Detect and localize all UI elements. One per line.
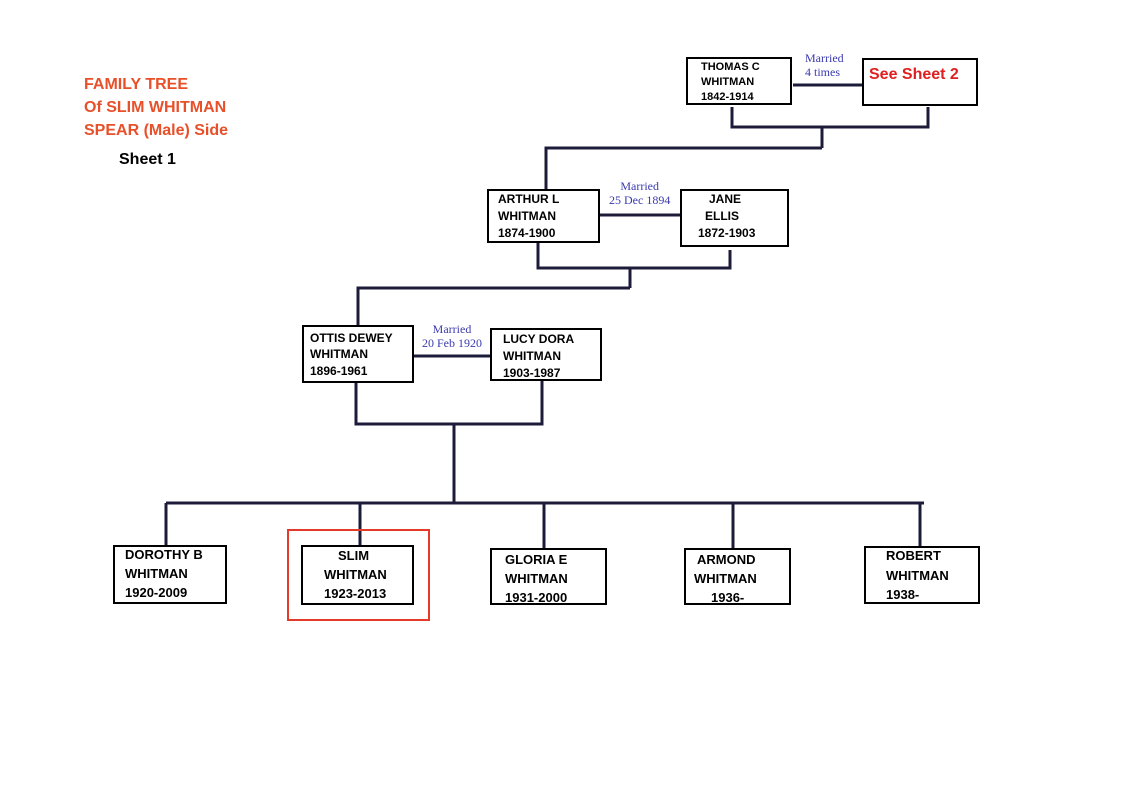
jane-surname: ELLIS <box>705 209 740 223</box>
ottis-name: OTTIS DEWEY <box>310 331 393 345</box>
robert-years: 1938- <box>886 587 920 602</box>
ottis-lucy-married-line-2: 20 Feb 1920 <box>422 336 482 350</box>
thomas-name: THOMAS C <box>701 61 760 73</box>
robert-surname: WHITMAN <box>886 568 949 583</box>
person-box-arthur: ARTHUR L WHITMAN 1874-1900 <box>487 189 600 243</box>
thomas-to-arthur-line <box>544 146 822 190</box>
lucy-name: LUCY DORA <box>503 332 575 346</box>
ottis-years: 1896-1961 <box>310 364 368 378</box>
thomas-surname: WHITMAN <box>701 76 755 88</box>
ottis-lucy-married-note: Married 20 Feb 1920 <box>422 322 482 350</box>
slim-years: 1923-2013 <box>324 586 387 601</box>
arthur-children-bracket <box>536 243 732 270</box>
thomas-children-bracket <box>730 107 930 129</box>
thomas-years: 1842-1914 <box>701 91 754 103</box>
armond-surname: WHITMAN <box>694 571 757 586</box>
ottis-children-bracket <box>354 381 544 426</box>
arthur-surname: WHITMAN <box>498 209 556 223</box>
title-line-3: SPEAR (Male) Side <box>84 122 229 139</box>
dorothy-name: DOROTHY B <box>125 547 203 562</box>
person-box-thomas: THOMAS C WHITMAN 1842-1914 <box>686 57 792 105</box>
slim-surname: WHITMAN <box>324 567 387 582</box>
thomas-married-line-1: Married <box>805 51 844 65</box>
arthur-jane-married-line-1: Married <box>620 179 659 193</box>
ottis-lucy-married-line-1: Married <box>432 322 472 336</box>
arthur-name: ARTHUR L <box>498 192 560 206</box>
dorothy-years: 1920-2009 <box>125 585 188 600</box>
title-line-2: Of SLIM WHITMAN <box>84 99 227 116</box>
arthur-jane-married-line-2: 25 Dec 1894 <box>609 193 671 207</box>
dorothy-surname: WHITMAN <box>125 566 188 581</box>
armond-years: 1936- <box>711 590 745 605</box>
ottis-surname: WHITMAN <box>310 347 368 361</box>
slim-highlight-frame <box>287 529 430 621</box>
arthur-years: 1874-1900 <box>498 226 556 240</box>
arthur-jane-married-note: Married 25 Dec 1894 <box>609 179 670 207</box>
person-box-jane: JANE ELLIS 1872-1903 <box>680 189 789 247</box>
person-box-gloria: GLORIA E WHITMAN 1931-2000 <box>490 548 607 605</box>
robert-name: ROBERT <box>886 548 941 563</box>
gloria-years: 1931-2000 <box>505 590 568 605</box>
arthur-to-ottis-line <box>356 286 630 325</box>
slim-name: SLIM <box>338 548 370 563</box>
thomas-married-note: Married 4 times <box>805 51 844 79</box>
jane-name: JANE <box>709 192 742 206</box>
jane-years: 1872-1903 <box>698 226 756 240</box>
person-box-dorothy: DOROTHY B WHITMAN 1920-2009 <box>113 545 227 604</box>
lucy-years: 1903-1987 <box>503 366 561 380</box>
person-box-armond: ARMOND WHITMAN 1936- <box>684 548 791 605</box>
person-box-lucy: LUCY DORA WHITMAN 1903-1987 <box>490 328 602 381</box>
gloria-surname: WHITMAN <box>505 571 568 586</box>
lucy-surname: WHITMAN <box>503 349 561 363</box>
family-tree-title: FAMILY TREE Of SLIM WHITMAN SPEAR (Male)… <box>84 73 228 142</box>
title-line-1: FAMILY TREE <box>84 76 189 93</box>
person-box-slim: SLIM WHITMAN 1923-2013 <box>301 545 414 605</box>
see-sheet-link[interactable]: See Sheet 2 <box>869 66 959 83</box>
sheet-label: Sheet 1 <box>119 151 176 168</box>
person-box-robert: ROBERT WHITMAN 1938- <box>864 546 980 604</box>
armond-name: ARMOND <box>697 552 756 567</box>
gloria-name: GLORIA E <box>505 552 568 567</box>
thomas-married-line-2: 4 times <box>805 65 840 79</box>
person-box-ottis: OTTIS DEWEY WHITMAN 1896-1961 <box>302 325 414 383</box>
see-sheet-box[interactable]: See Sheet 2 <box>862 58 978 106</box>
